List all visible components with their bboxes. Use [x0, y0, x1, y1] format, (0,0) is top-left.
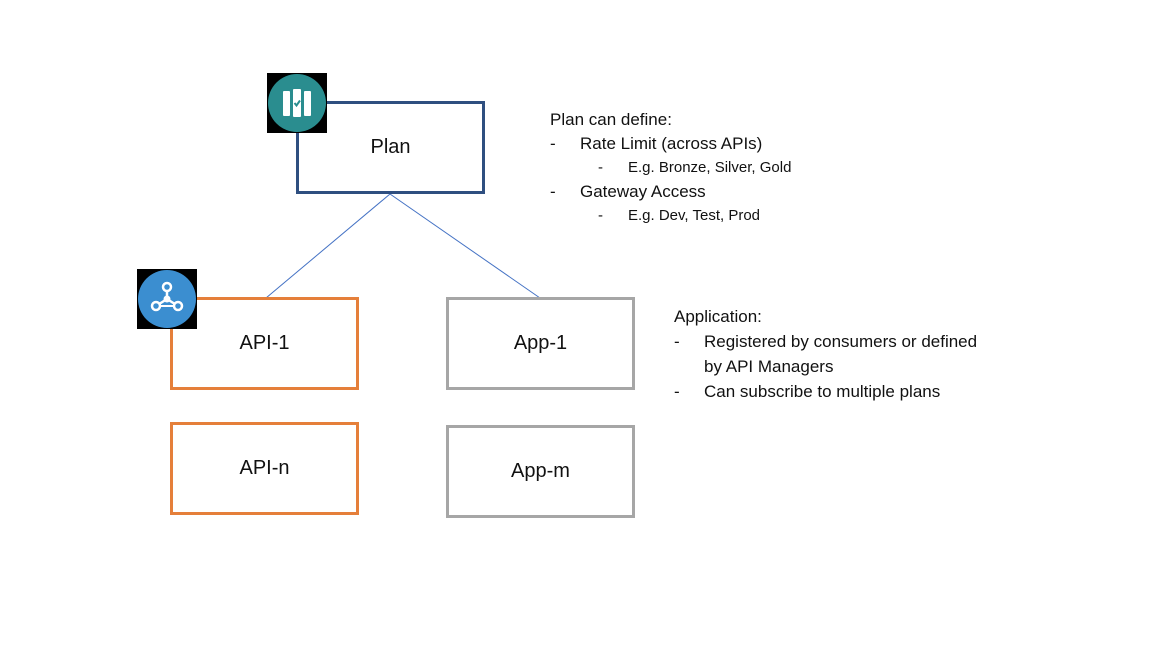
- connector-plan-to-api-1: [265, 193, 391, 299]
- plan-note: Plan can define: - Rate Limit (across AP…: [550, 108, 791, 228]
- api-1-label: API-1: [239, 332, 290, 354]
- plan-note-item-label: Rate Limit (across APIs): [580, 134, 763, 153]
- plan-note-item: - Gateway Access: [550, 180, 791, 204]
- api-icon-frame: [137, 269, 197, 329]
- plan-note-title: Plan can define:: [550, 110, 672, 129]
- bullet-dash: -: [674, 332, 680, 351]
- application-note: Application: - Registered by consumers o…: [674, 304, 977, 404]
- plan-note-item: - Rate Limit (across APIs): [550, 132, 791, 156]
- bullet-dash: -: [674, 382, 680, 401]
- api-n-box[interactable]: API-n: [170, 422, 359, 515]
- bullet-dash: -: [550, 182, 556, 201]
- application-note-item-continuation: by API Managers: [704, 357, 834, 376]
- api-1-box[interactable]: API-1: [170, 297, 359, 390]
- application-note-item-label: Registered by consumers or defined: [704, 332, 978, 351]
- application-note-item: - Can subscribe to multiple plans: [674, 379, 977, 404]
- plan-box[interactable]: Plan: [296, 101, 485, 194]
- app-m-label: App-m: [511, 460, 570, 482]
- bullet-dash: -: [550, 134, 556, 153]
- connector-plan-to-app-1: [389, 193, 541, 299]
- plan-note-subitem-label: E.g. Dev, Test, Prod: [628, 207, 761, 224]
- plan-note-subitem: - E.g. Dev, Test, Prod: [550, 204, 791, 228]
- api-network-icon: [138, 270, 196, 328]
- plan-icon: [268, 74, 326, 132]
- bullet-dash: -: [598, 207, 603, 224]
- app-1-box[interactable]: App-1: [446, 297, 635, 390]
- app-m-box[interactable]: App-m: [446, 425, 635, 518]
- api-n-label: API-n: [239, 457, 290, 479]
- application-note-item-label: Can subscribe to multiple plans: [704, 382, 941, 401]
- plan-label: Plan: [370, 136, 411, 158]
- bullet-dash: -: [598, 159, 603, 176]
- plan-icon-frame: [267, 73, 327, 133]
- plan-note-subitem-label: E.g. Bronze, Silver, Gold: [628, 159, 792, 176]
- plan-note-item-label: Gateway Access: [580, 182, 706, 201]
- application-note-item: - Registered by consumers or defined: [674, 329, 977, 354]
- app-1-label: App-1: [513, 332, 568, 354]
- plan-note-subitem: - E.g. Bronze, Silver, Gold: [550, 156, 791, 180]
- application-note-title: Application:: [674, 307, 762, 326]
